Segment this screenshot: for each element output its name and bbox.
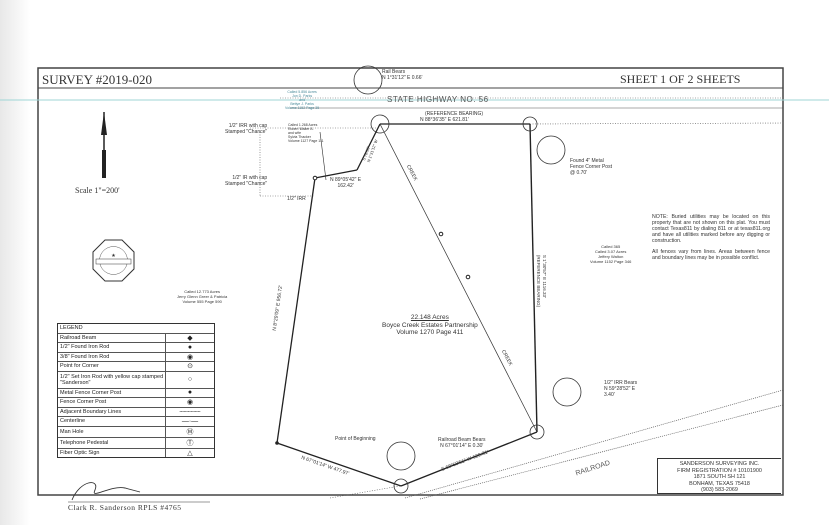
manhole-icon: Ⓜ bbox=[186, 428, 194, 436]
southwest-boundary bbox=[276, 442, 402, 487]
sheet-frame bbox=[37, 67, 784, 496]
survey-number: SURVEY #2019-020 bbox=[42, 72, 153, 87]
legend-item: Centerline—·— bbox=[58, 416, 214, 426]
surveyor-seal bbox=[92, 239, 135, 282]
centerline-icon: —·— bbox=[181, 417, 199, 425]
tract-acres: 22.148 Acres bbox=[410, 314, 449, 321]
note-paragraph: NOTE: Buried utilities may be located on… bbox=[652, 214, 770, 244]
highway-label: STATE HIGHWAY NO. 56 bbox=[387, 95, 489, 104]
east-line-call: S 1°30'57" E 1116.33'(REFERENCE BEARING) bbox=[536, 254, 548, 308]
set-iron-rod-icon: ○ bbox=[187, 376, 193, 383]
detail-circle bbox=[370, 114, 390, 134]
tract-label: 22.148 Acres Boyce Creek Estates Partner… bbox=[382, 314, 478, 337]
note-paragraph: All fences vary from lines. Areas betwee… bbox=[652, 249, 770, 261]
detail-circle bbox=[386, 441, 416, 471]
east-boundary bbox=[529, 123, 538, 433]
west-boundary bbox=[276, 177, 316, 444]
detail-circle bbox=[393, 478, 409, 494]
manhole-point bbox=[465, 274, 471, 280]
legend-item: Adjacent Boundary Lines┄┄┄┄┄ bbox=[58, 406, 214, 416]
jog-boundary bbox=[314, 169, 358, 179]
firm-name: SANDERSON SURVEYING INC. bbox=[679, 461, 760, 467]
signature-image bbox=[71, 482, 141, 501]
firm-phone: (903) 583-2069 bbox=[701, 487, 738, 494]
railroad-line bbox=[419, 404, 784, 500]
sheet-number: SHEET 1 OF 2 SHEETS bbox=[620, 72, 741, 86]
point-for-corner-icon: ⊙ bbox=[187, 363, 193, 371]
legend-item: 1/2" Found Iron Rod● bbox=[58, 342, 214, 352]
legend-item: 1/2" Set Iron Rod with yellow cap stampe… bbox=[58, 370, 214, 388]
firm-info-box: SANDERSON SURVEYING INC. FIRM REGISTRATI… bbox=[657, 458, 781, 494]
reference-bearing: (REFERENCE BEARING) bbox=[425, 111, 484, 117]
detail-circle bbox=[536, 135, 566, 165]
found-iron-rod-small-icon: ◉ bbox=[186, 353, 194, 361]
railroad-line bbox=[404, 389, 784, 499]
firm-address: 1871 SOUTH SH 121 bbox=[693, 474, 746, 481]
corner-point bbox=[275, 441, 279, 445]
iron-rod-label: 1/2" IRR bbox=[287, 196, 306, 202]
legend-item: Point for Corner⊙ bbox=[58, 361, 214, 371]
adjacent-boundary bbox=[529, 122, 784, 125]
fiber-optic-sign-icon: △ bbox=[187, 449, 193, 457]
legend-title: LEGEND bbox=[60, 325, 83, 332]
legend-item: 3/8" Found Iron Rod◉ bbox=[58, 351, 214, 361]
surveyor-name: Clark R. Sanderson RPLS #4765 bbox=[68, 503, 182, 512]
found-iron-rod-icon: ● bbox=[187, 343, 193, 351]
telephone-pedestal-icon: Ⓣ bbox=[186, 439, 194, 447]
legend-item: Fiber Optic Sign△ bbox=[58, 447, 214, 457]
north-line-call: N 88°36'35" E 621.81' bbox=[420, 117, 469, 123]
short-boundary bbox=[356, 123, 381, 171]
svg-text:★: ★ bbox=[111, 253, 116, 259]
manhole-point bbox=[438, 231, 444, 237]
detail-circle bbox=[552, 377, 582, 407]
legend-item: Fence Corner Post◉ bbox=[58, 397, 214, 407]
point-of-beginning: Point of Beginning bbox=[335, 436, 376, 442]
detail-circle bbox=[529, 424, 545, 440]
firm-registration: FIRM REGISTRATION # 10101900 bbox=[677, 467, 762, 474]
tract-volume: Volume 1270 Page 411 bbox=[396, 329, 464, 336]
legend-item: Metal Fence Corner Post● bbox=[58, 387, 214, 397]
firm-city: BONHAM, TEXAS 75418 bbox=[689, 480, 750, 487]
metal-fence-post-icon: ● bbox=[187, 389, 193, 397]
utilities-note: NOTE: Buried utilities may be located on… bbox=[652, 214, 770, 261]
south-boundary bbox=[400, 431, 538, 487]
creek-line bbox=[379, 123, 538, 433]
legend-item: Railroad Beam◆ bbox=[58, 332, 214, 342]
tract-owner: Boyce Creek Estates Partnership bbox=[382, 321, 478, 329]
scan-edge-shadow bbox=[0, 0, 30, 525]
boundary-line-icon: ┄┄┄┄┄ bbox=[179, 408, 201, 416]
scale-label: Scale 1"=200' bbox=[75, 186, 120, 195]
detail-circle bbox=[522, 116, 538, 132]
adjacent-boundary bbox=[329, 485, 401, 499]
corner-point bbox=[312, 175, 318, 181]
leader-line bbox=[319, 131, 327, 181]
detail-circle bbox=[353, 65, 383, 95]
fence-post-icon: ◉ bbox=[186, 399, 194, 407]
legend: LEGEND Railroad Beam◆ 1/2" Found Iron Ro… bbox=[57, 323, 215, 458]
railroad-beam-icon: ◆ bbox=[187, 334, 193, 342]
